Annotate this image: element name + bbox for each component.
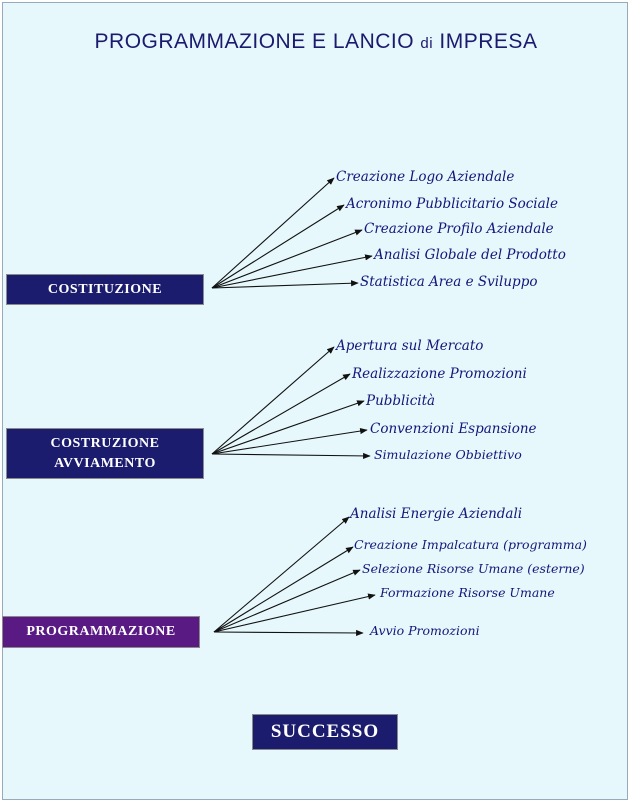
item-programmazione-5: Avvio Promozioni [370, 623, 480, 638]
page-title: PROGRAMMAZIONE E LANCIO di IMPRESA [0, 30, 632, 54]
result-label: SUCCESSO [270, 721, 380, 742]
arrow-costituzione-1 [211, 177, 335, 289]
box-programmazione-label: PROGRAMMAZIONE [26, 624, 176, 639]
item-avviamento-1: Apertura sul Mercato [336, 338, 484, 354]
box-programmazione: PROGRAMMAZIONE [2, 616, 200, 648]
title-main: PROGRAMMAZIONE E LANCIO [94, 30, 421, 53]
item-costituzione-5: Statistica Area e Sviluppo [360, 274, 538, 290]
result-box: SUCCESSO [252, 714, 398, 750]
arrow-programmazione-1 [213, 516, 350, 633]
arrow-programmazione-3 [213, 569, 361, 633]
title-di: di [420, 35, 434, 52]
box-costituzione-label: COSTITUZIONE [47, 281, 163, 297]
arrow-avviamento-3 [211, 400, 365, 455]
item-costituzione-4: Analisi Globale del Prodotto [374, 247, 566, 263]
arrow-costituzione-4 [211, 254, 373, 289]
box-avviamento-label: AVVIAMENTO [54, 455, 156, 471]
item-costituzione-3: Creazione Profilo Aziendale [364, 221, 554, 237]
arrow-costituzione-5 [211, 280, 359, 289]
arrow-avviamento-2 [211, 373, 351, 455]
arrow-costituzione-3 [211, 229, 363, 289]
box-costruzione-avviamento: COSTRUZIONE AVVIAMENTO [6, 428, 204, 479]
item-costituzione-1: Creazione Logo Aziendale [336, 169, 515, 185]
arrow-programmazione-4 [213, 593, 376, 633]
box-costruzione-label: COSTRUZIONE [50, 435, 160, 451]
arrow-avviamento-5 [211, 452, 371, 459]
item-programmazione-2: Creazione Impalcatura (programma) [354, 537, 587, 552]
item-avviamento-3: Pubblicità [366, 393, 436, 409]
item-programmazione-3: Selezione Risorse Umane (esterne) [362, 561, 585, 576]
arrow-programmazione-2 [213, 546, 354, 633]
box-costituzione: COSTITUZIONE [6, 274, 204, 305]
title-end: IMPRESA [433, 30, 538, 53]
item-costituzione-2: Acronimo Pubblicitario Sociale [346, 196, 558, 212]
arrow-costituzione-2 [211, 204, 345, 289]
item-programmazione-1: Analisi Energie Aziendali [350, 506, 523, 522]
arrow-avviamento-1 [211, 346, 335, 455]
item-avviamento-4: Convenzioni Espansione [370, 421, 537, 437]
item-programmazione-4: Formazione Risorse Umane [380, 585, 555, 600]
arrow-programmazione-5 [213, 629, 364, 637]
item-avviamento-2: Realizzazione Promozioni [352, 366, 527, 382]
item-avviamento-5: Simulazione Obbiettivo [374, 447, 522, 462]
arrow-avviamento-4 [211, 428, 368, 455]
